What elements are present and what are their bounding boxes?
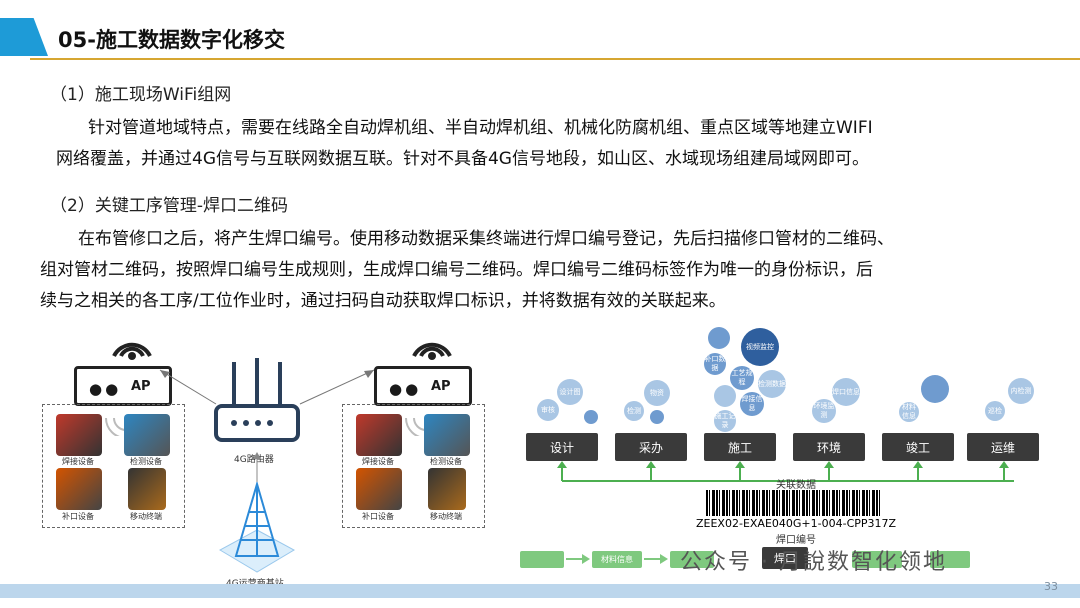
bubble — [650, 410, 664, 424]
flow-step-start — [520, 551, 564, 568]
bubble: 物资 — [644, 380, 670, 406]
bubble: 检测数据 — [758, 370, 786, 398]
page-title: 05-施工数据数字化移交 — [58, 28, 285, 52]
access-point-left: ●● AP — [74, 366, 172, 406]
inspection-device-icon — [424, 414, 470, 456]
welding-device-icon — [56, 414, 102, 456]
bubble: 补口数据 — [704, 353, 726, 375]
mobile-terminal-icon — [128, 468, 166, 510]
arrow-right-icon — [566, 554, 590, 564]
access-point-right: ●● AP — [374, 366, 472, 406]
data-link-lines — [557, 461, 1014, 482]
coating-device-icon — [56, 468, 102, 510]
link-data-label: 关联数据 — [776, 480, 816, 491]
stage-procurement: 采办 — [615, 433, 687, 461]
footer-band — [0, 584, 1080, 598]
wifi-signal-icon — [112, 342, 152, 360]
bubble: 焊口信息 — [832, 378, 860, 406]
cell-tower-icon — [218, 480, 296, 573]
bubble — [584, 410, 598, 424]
bubble: 材料信息 — [899, 402, 919, 422]
section-weld-qr-line-3: 续与之相关的各工序/工位作业时，通过扫码自动获取焊口标识，并将数据有效的关联起来… — [40, 291, 726, 311]
bubble — [708, 327, 730, 349]
bubble: 内检测 — [1008, 378, 1034, 404]
watermark: 公众号 · 月說数智化领地 — [680, 550, 947, 575]
bubble: 视频监控 — [741, 328, 779, 366]
title-divider — [30, 58, 1080, 60]
arrow-right-icon — [644, 554, 668, 564]
weld-barcode — [706, 490, 882, 516]
stage-design: 设计 — [526, 433, 598, 461]
section-wifi-line-2: 网络覆盖，并通过4G信号与互联网数据互联。针对不具备4G信号地段，如山区、水域现… — [56, 149, 869, 169]
weld-code: ZEEX02-EXAE040G+1-004-CPP317Z — [696, 517, 897, 530]
bubble: 检测 — [624, 401, 644, 421]
section-weld-qr-line-2: 组对管材二维码，按照焊口编号生成规则，生成焊口编号二维码。焊口编号二维码标签作为… — [40, 260, 873, 280]
section-wifi-line-1: 针对管道地域特点，需要在线路全自动焊机组、半自动焊机组、机械化防腐机组、重点区域… — [88, 118, 873, 138]
bubble: 施工记录 — [714, 410, 736, 432]
flow-step-material: 材料信息 — [592, 551, 642, 568]
device-group-right — [342, 404, 485, 528]
welding-device-icon — [356, 414, 402, 456]
inspection-device-icon — [124, 414, 170, 456]
bubble: 焊接信息 — [740, 392, 764, 416]
bubble — [714, 385, 736, 407]
mobile-terminal-icon — [428, 468, 466, 510]
bubble — [921, 375, 949, 403]
stage-environment: 环境 — [793, 433, 865, 461]
bubble: 环境监测 — [812, 399, 836, 423]
status-lights-icon: ●● — [389, 380, 422, 398]
weld-code-label: 焊口编号 — [776, 535, 816, 546]
section-heading-weld-qr: （2）关键工序管理-焊口二维码 — [50, 196, 288, 216]
router-label: 4G路由器 — [234, 455, 274, 465]
router-icon — [214, 358, 300, 442]
status-lights-icon: ●● — [89, 380, 122, 398]
bubble: 工艺规程 — [730, 366, 754, 390]
flow-step — [670, 551, 714, 568]
section-weld-qr-line-1: 在布管修口之后，将产生焊口编号。使用移动数据采集终端进行焊口编号登记，先后扫描修… — [78, 229, 894, 249]
bubble: 审核 — [537, 399, 559, 421]
stage-operation: 运维 — [967, 433, 1039, 461]
stage-completion: 竣工 — [882, 433, 954, 461]
header-accent-tab — [0, 18, 48, 56]
flow-step — [930, 551, 970, 568]
bubble: 设计图 — [557, 379, 583, 405]
flow-step — [852, 551, 902, 568]
wifi-signal-icon — [412, 342, 452, 360]
bubble: 巡检 — [985, 401, 1005, 421]
page-number: 33 — [1044, 580, 1058, 593]
device-group-left — [42, 404, 185, 528]
up-arrow-icon — [253, 452, 261, 482]
section-heading-wifi: （1）施工现场WiFi组网 — [50, 85, 232, 105]
coating-device-icon — [356, 468, 402, 510]
stage-construction: 施工 — [704, 433, 776, 461]
flow-step-weld: 焊口 — [762, 547, 808, 569]
connection-arrows — [159, 369, 375, 405]
